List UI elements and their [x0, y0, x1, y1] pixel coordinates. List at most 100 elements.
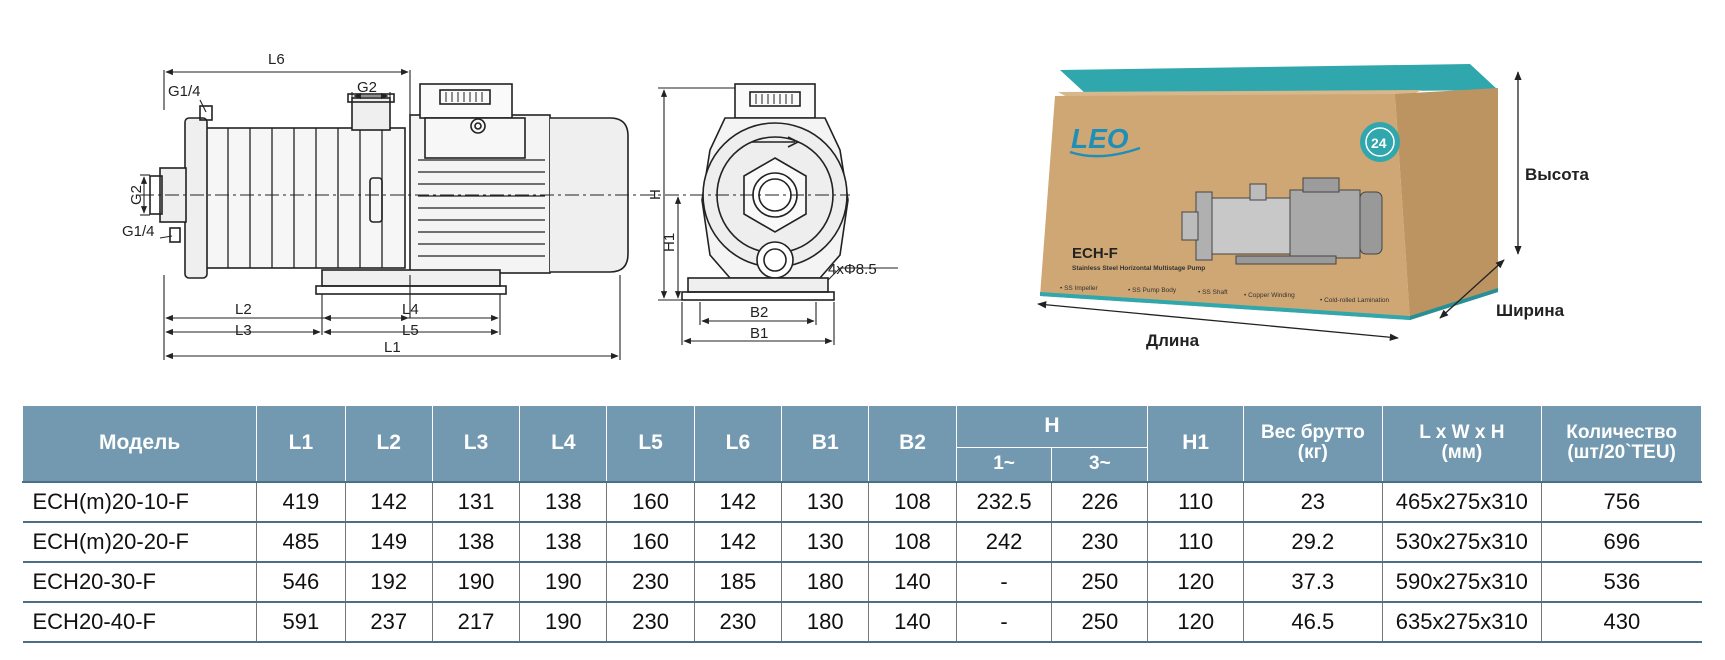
- cell-H-3: 226: [1051, 480, 1149, 523]
- box-brand-logo: LEO: [1071, 123, 1129, 154]
- cell-L1: 591: [256, 601, 346, 643]
- header-H1: H1: [1147, 405, 1245, 482]
- header-B1: B1: [781, 405, 870, 482]
- cell-L5: 230: [606, 561, 695, 603]
- header-L2: L2: [344, 405, 433, 482]
- cell-H1: 120: [1147, 561, 1245, 603]
- cell-L6: 230: [693, 601, 783, 643]
- cell-B2: 140: [868, 561, 957, 603]
- cell-L2: 237: [344, 601, 433, 643]
- dim-H: H: [647, 189, 664, 200]
- dim-H1: H1: [661, 233, 678, 252]
- cell-L2: 192: [344, 561, 433, 603]
- pump-stages: [204, 127, 406, 269]
- cell-H-1: 232.5: [955, 480, 1053, 523]
- cell-size: 530x275x310: [1381, 521, 1543, 563]
- dim-G1-4-top: G1/4: [168, 83, 201, 100]
- cell-quantity: 430: [1541, 601, 1702, 643]
- box-side: [1395, 88, 1498, 320]
- side-view: [140, 83, 640, 295]
- cell-H-1: -: [955, 601, 1053, 643]
- header-quantity: Количество(шт/20`TEU): [1541, 405, 1702, 482]
- box-length-label: Длина: [1146, 331, 1200, 350]
- header-H-three-phase: 3~: [1051, 447, 1149, 482]
- header-quantity-line2: (шт/20`TEU): [1567, 442, 1676, 464]
- header-weight-line1: Вес брутто: [1260, 422, 1365, 444]
- cell-L5: 230: [606, 601, 695, 643]
- box-feature-4: • Copper Winding: [1244, 292, 1295, 299]
- cell-model: ECH20-40-F: [22, 601, 258, 643]
- cell-L6: 142: [693, 480, 783, 523]
- cell-H-1: -: [955, 561, 1053, 603]
- box-feature-5: • Cold-rolled Lamination: [1320, 297, 1390, 304]
- dim-G2-left: G2: [128, 185, 145, 205]
- cell-size: 635x275x310: [1381, 601, 1543, 643]
- cell-model: ECH(m)20-20-F: [22, 521, 258, 563]
- cell-size: 465x275x310: [1381, 480, 1543, 523]
- cell-L1: 419: [256, 480, 346, 523]
- cell-B1: 180: [781, 561, 870, 603]
- cell-weight: 46.5: [1243, 601, 1383, 643]
- cell-weight: 37.3: [1243, 561, 1383, 603]
- cell-L2: 149: [344, 521, 433, 563]
- cell-H-3: 250: [1051, 601, 1149, 643]
- dim-L2: L2: [235, 301, 252, 318]
- cell-L6: 185: [693, 561, 783, 603]
- cell-weight: 29.2: [1243, 521, 1383, 563]
- cell-L5: 160: [606, 521, 695, 563]
- drawing-svg: L6 G1/4 G2 G2 G1/4 L2 L4 L3 L5 L1: [122, 51, 1590, 360]
- cell-H1: 120: [1147, 601, 1245, 643]
- header-weight: Вес брутто(кг): [1243, 405, 1383, 482]
- header-H-single-phase: 1~: [955, 447, 1053, 482]
- box-top: [1060, 64, 1498, 94]
- cell-L3: 138: [431, 521, 521, 563]
- cell-size: 590x275x310: [1381, 561, 1543, 603]
- dim-L3: L3: [235, 322, 252, 339]
- front-terminal-box: [734, 83, 816, 119]
- cell-H-3: 250: [1051, 561, 1149, 603]
- cell-L3: 131: [431, 480, 521, 523]
- box-model: ECH-F: [1072, 245, 1118, 262]
- cell-H-1: 242: [955, 521, 1053, 563]
- warranty-badge-number: 24: [1371, 135, 1387, 151]
- terminal-box: [419, 83, 513, 119]
- cell-B2: 108: [868, 480, 957, 523]
- cell-L6: 142: [693, 521, 783, 563]
- dim-L5: L5: [402, 322, 419, 339]
- cell-quantity: 536: [1541, 561, 1702, 603]
- base-plate: [321, 269, 501, 287]
- technical-drawing: L6 G1/4 G2 G2 G1/4 L2 L4 L3 L5 L1: [122, 51, 1590, 360]
- dim-B1: B1: [750, 325, 768, 342]
- cell-L1: 546: [256, 561, 346, 603]
- header-L1: L1: [256, 405, 346, 482]
- cell-B1: 130: [781, 521, 870, 563]
- front-base: [687, 277, 829, 293]
- cell-quantity: 696: [1541, 521, 1702, 563]
- dim-L4: L4: [402, 301, 419, 318]
- header-L6: L6: [693, 405, 783, 482]
- cell-model: ECH(m)20-10-F: [22, 480, 258, 523]
- cell-H1: 110: [1147, 521, 1245, 563]
- cell-L5: 160: [606, 480, 695, 523]
- cell-L4: 138: [519, 480, 608, 523]
- packaging-box: LEO 24 ECH-F Stainless Steel Horizontal …: [1037, 64, 1590, 350]
- header-weight-line2: (кг): [1297, 442, 1328, 464]
- header-size-line1: L x W x H: [1419, 422, 1505, 444]
- header-H: H: [955, 405, 1149, 448]
- cell-L2: 142: [344, 480, 433, 523]
- header-model: Модель: [21, 405, 258, 482]
- specs-table: Модель L1 L2 L3 L4 L5 L6 B1 B2 H H1 Вес …: [21, 405, 1702, 643]
- dim-holes: 4xΦ8.5: [828, 261, 877, 278]
- cell-weight: 23: [1243, 480, 1383, 523]
- cell-B2: 108: [868, 521, 957, 563]
- header-size-line2: (мм): [1441, 442, 1483, 464]
- discharge-outlet: [351, 97, 391, 131]
- box-pump-image: [1181, 177, 1383, 265]
- dim-L1: L1: [384, 339, 401, 356]
- cell-B2: 140: [868, 601, 957, 643]
